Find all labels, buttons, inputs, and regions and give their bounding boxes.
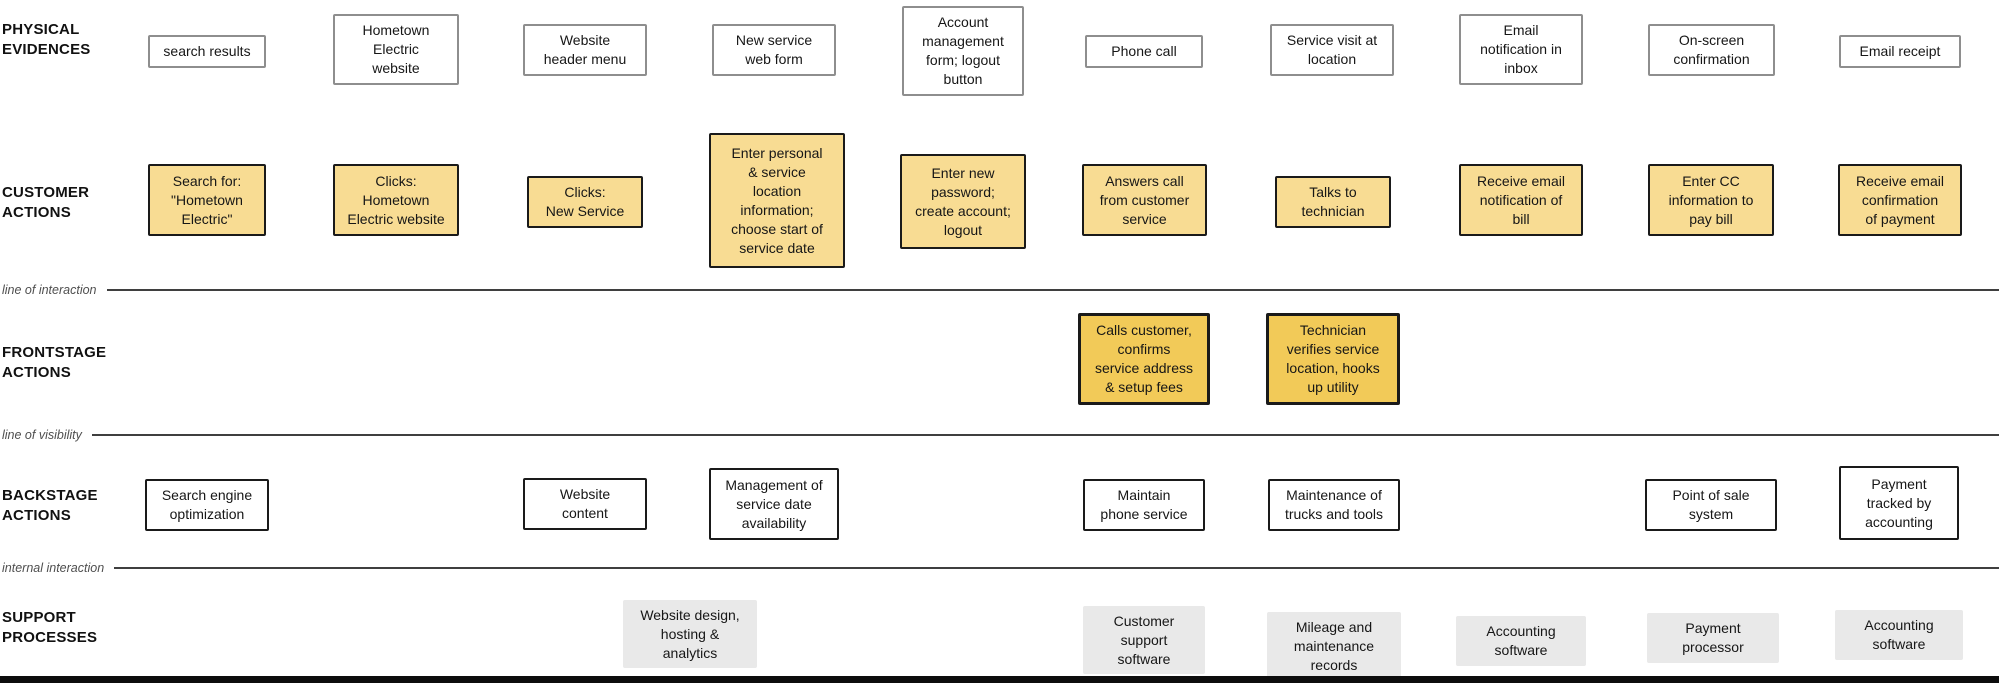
physical-evidence-note[interactable]: Website header menu (523, 24, 647, 76)
support-process-note[interactable]: Customer support software (1083, 606, 1205, 674)
lane-label-physical-evidences: PHYSICAL EVIDENCES (2, 21, 91, 58)
bottom-border-line (0, 676, 1999, 683)
customer-action-note[interactable]: Enter new password; create account; logo… (900, 154, 1026, 249)
customer-action-note[interactable]: Receive email confirmation of payment (1838, 164, 1962, 236)
frontstage-action-note[interactable]: Technician verifies service location, ho… (1266, 313, 1400, 405)
support-process-note[interactable]: Mileage and maintenance records (1267, 612, 1401, 680)
lane-label-customer-actions: CUSTOMER ACTIONS (2, 184, 90, 221)
line-of-visibility-label: line of visibility (2, 428, 82, 442)
customer-action-note[interactable]: Enter personal & service location inform… (709, 133, 845, 268)
physical-evidence-note[interactable]: On-screen confirmation (1648, 24, 1775, 76)
customer-action-note[interactable]: Search for: "Hometown Electric" (148, 164, 266, 236)
customer-action-note[interactable]: Enter CC information to pay bill (1648, 164, 1774, 236)
physical-evidence-note[interactable]: search results (148, 35, 266, 68)
backstage-action-note[interactable]: Website content (523, 478, 647, 530)
internal-interaction-label: internal interaction (2, 561, 105, 575)
physical-evidence-note[interactable]: Account management form; logout button (902, 6, 1024, 96)
backstage-action-note[interactable]: Search engine optimization (145, 479, 269, 531)
customer-action-note[interactable]: Talks to technician (1275, 176, 1391, 228)
lane-label-backstage-actions: BACKSTAGE ACTIONS (2, 487, 98, 524)
line-of-interaction-rule (106, 289, 1999, 291)
support-process-note[interactable]: Accounting software (1835, 610, 1963, 660)
frontstage-action-note[interactable]: Calls customer, confirms service address… (1078, 313, 1210, 405)
support-process-note[interactable]: Website design, hosting & analytics (623, 600, 757, 668)
customer-action-note[interactable]: Receive email notification of bill (1459, 164, 1583, 236)
line-of-interaction-label: line of interaction (2, 283, 97, 297)
physical-evidence-note[interactable]: Phone call (1085, 35, 1203, 68)
backstage-action-note[interactable]: Point of sale system (1645, 479, 1777, 531)
divider-line-of-visibility: line of visibility (0, 427, 1999, 443)
divider-line-of-interaction: line of interaction (0, 282, 1999, 298)
backstage-action-note[interactable]: Maintain phone service (1083, 479, 1205, 531)
physical-evidence-note[interactable]: Email notification in inbox (1459, 14, 1583, 85)
lane-label-frontstage-actions: FRONTSTAGE ACTIONS (2, 344, 107, 381)
customer-action-note[interactable]: Answers call from customer service (1082, 164, 1207, 236)
support-process-note[interactable]: Payment processor (1647, 613, 1779, 663)
line-of-visibility-rule (91, 434, 1999, 436)
backstage-action-note[interactable]: Maintenance of trucks and tools (1268, 479, 1400, 531)
backstage-action-note[interactable]: Payment tracked by accounting (1839, 466, 1959, 540)
physical-evidence-note[interactable]: Email receipt (1839, 35, 1961, 68)
physical-evidence-note[interactable]: New service web form (712, 24, 836, 76)
lane-label-support-processes: SUPPORT PROCESSES (2, 609, 98, 646)
physical-evidence-note[interactable]: Service visit at location (1270, 24, 1394, 76)
physical-evidence-note[interactable]: Hometown Electric website (333, 14, 459, 85)
customer-action-note[interactable]: Clicks: New Service (527, 176, 643, 228)
customer-action-note[interactable]: Clicks: Hometown Electric website (333, 164, 459, 236)
backstage-action-note[interactable]: Management of service date availability (709, 468, 839, 540)
internal-interaction-rule (114, 567, 1999, 569)
divider-internal-interaction: internal interaction (0, 560, 1999, 576)
support-process-note[interactable]: Accounting software (1456, 616, 1586, 666)
